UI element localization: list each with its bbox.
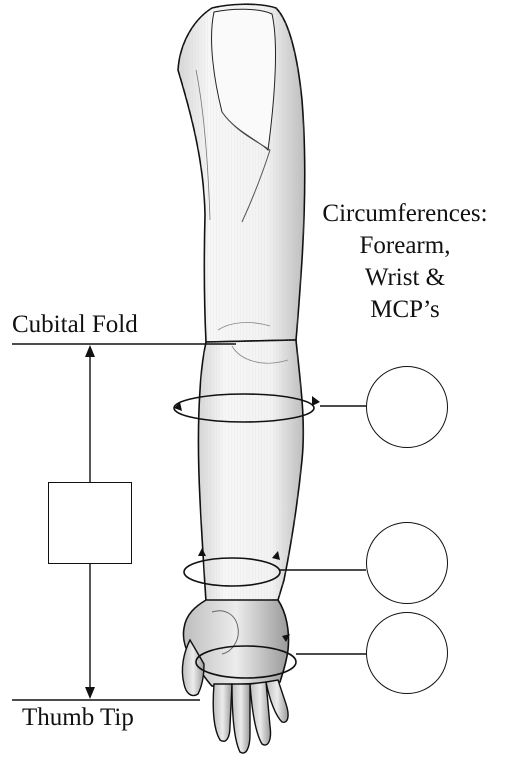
arrowhead-down bbox=[85, 687, 95, 699]
cubital-fold-label: Cubital Fold bbox=[12, 309, 138, 341]
forearm-circumference-input[interactable] bbox=[366, 366, 448, 448]
title-line-3: Wrist & bbox=[300, 262, 510, 294]
circumferences-title: Circumferences: Forearm, Wrist & MCP’s bbox=[300, 198, 510, 326]
thumb-tip-label: Thumb Tip bbox=[22, 702, 134, 734]
wrist-circumference-input[interactable] bbox=[366, 522, 448, 604]
arrowhead-up bbox=[85, 345, 95, 357]
mcp-circumference-input[interactable] bbox=[366, 612, 448, 694]
fingers bbox=[213, 680, 288, 753]
title-line-4: MCP’s bbox=[300, 294, 510, 326]
title-line-1: Circumferences: bbox=[300, 198, 510, 230]
ring-arrow-right-icon bbox=[312, 396, 320, 406]
title-line-2: Forearm, bbox=[300, 230, 510, 262]
arm-length-input-box[interactable] bbox=[48, 482, 132, 564]
